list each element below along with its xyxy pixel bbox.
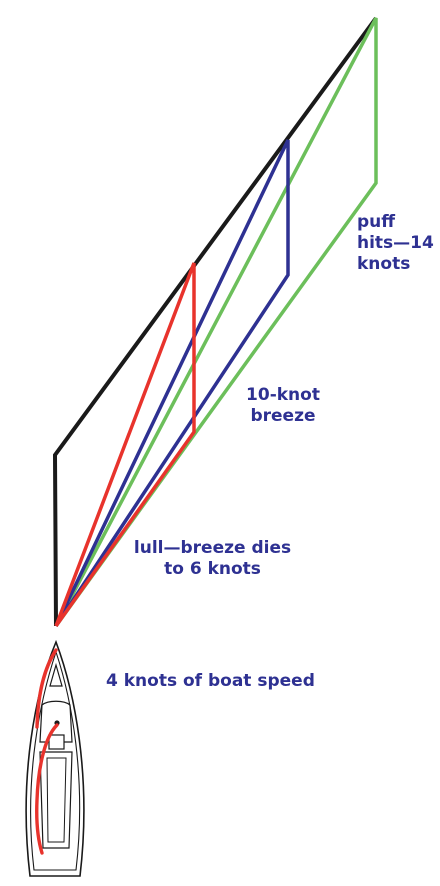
lull-label: lull—breeze dies to 6 knots — [133, 538, 292, 579]
cockpit-outline — [39, 751, 73, 849]
cockpit-inner — [46, 757, 67, 843]
companionway — [48, 734, 65, 750]
sailboat-icon — [25, 639, 85, 877]
jib-sail — [35, 648, 58, 729]
puff-label: puff hits—14 knots — [357, 212, 434, 274]
boat-speed-vector-baseline — [52, 16, 378, 627]
lull-vector-triangle — [54, 262, 196, 628]
ten-knot-vector-triangle — [54, 139, 290, 627]
boat-hull — [25, 639, 85, 877]
main-sail — [35, 723, 59, 855]
foredeck-hatch — [49, 662, 63, 687]
puff-vector-triangle — [54, 17, 378, 628]
ten-knot-breeze-label: 10-knot breeze — [246, 385, 320, 426]
boat-speed-label: 4 knots of boat speed — [106, 671, 315, 691]
cabin-outline — [39, 700, 73, 743]
